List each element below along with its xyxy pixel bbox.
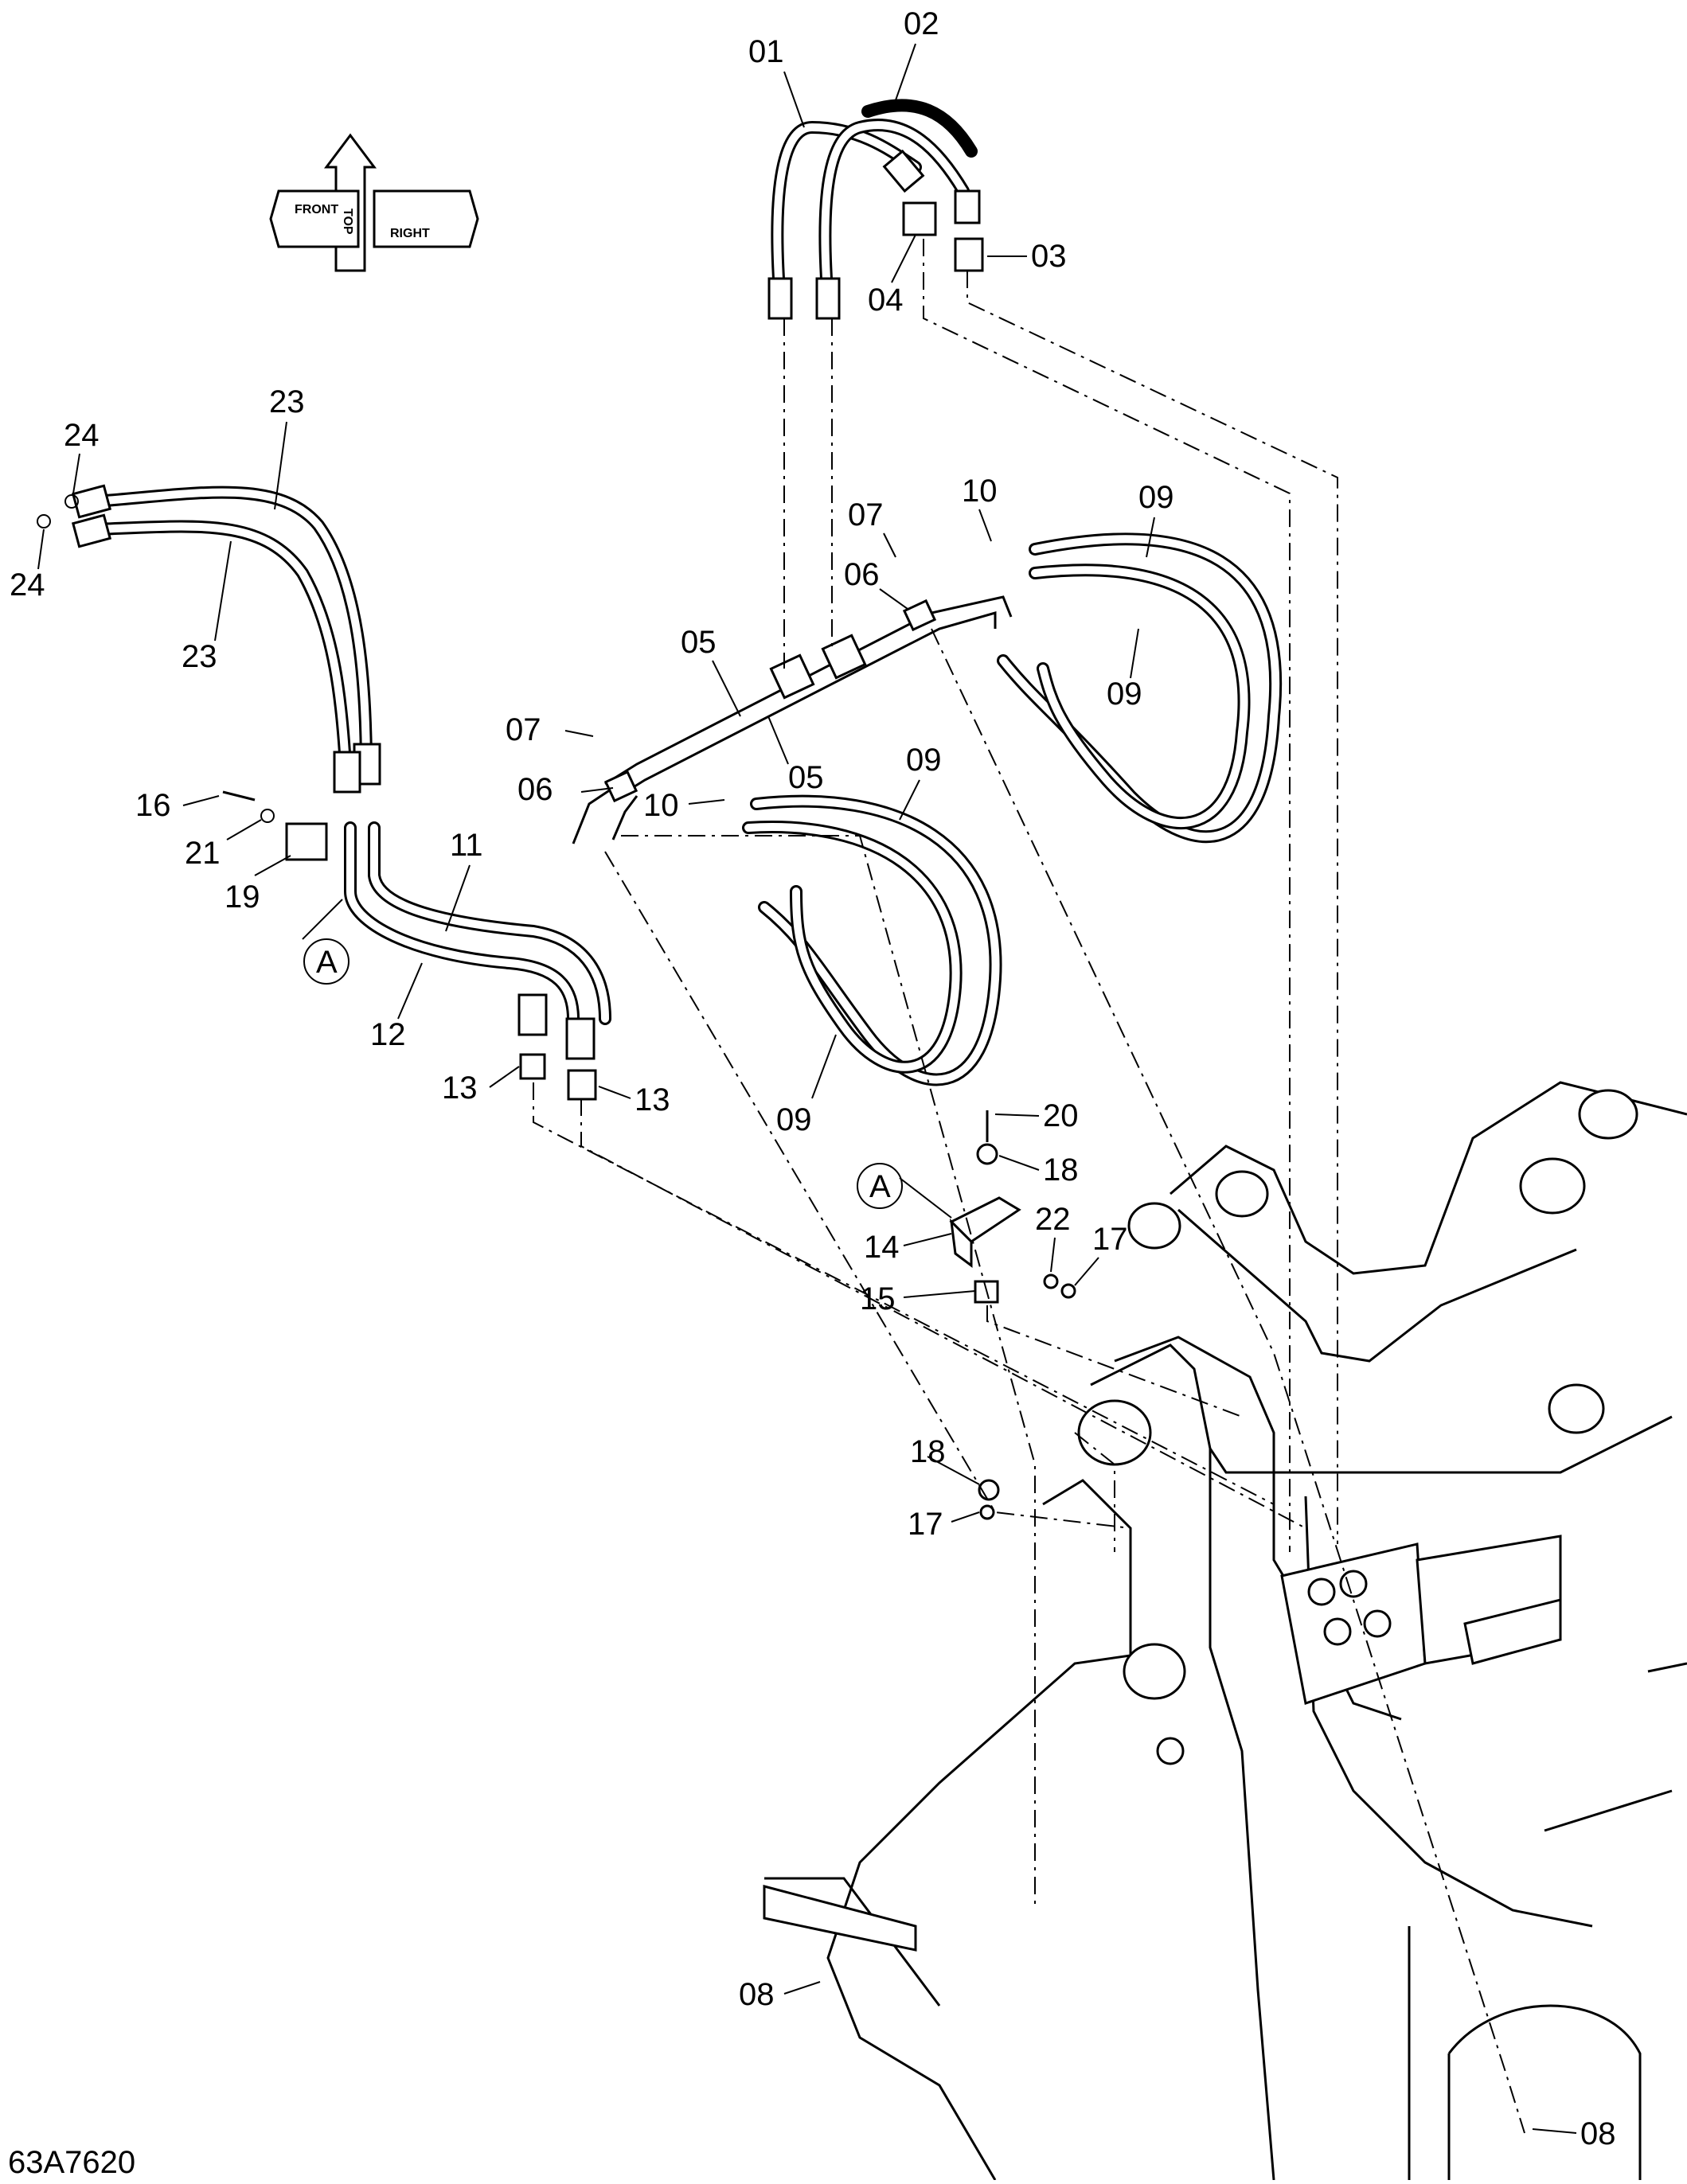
o-ring-24 [64, 494, 79, 509]
callout-10: 10 [962, 474, 998, 509]
callout-07: 07 [506, 712, 541, 747]
callout-19: 19 [225, 879, 260, 915]
callout-17: 17 [908, 1507, 943, 1542]
callout-14: 14 [864, 1230, 900, 1265]
leader-dash-lines [533, 239, 1525, 2134]
callout-02: 02 [904, 6, 939, 41]
washer-21 [260, 809, 275, 823]
view-ref-A: A [869, 1169, 891, 1204]
callout-22: 22 [1035, 1202, 1071, 1237]
bolt-16 [222, 790, 256, 801]
callout-03: 03 [1031, 239, 1067, 274]
fitting-03 [954, 237, 984, 272]
callout-08: 08 [739, 1977, 775, 2012]
nut-17 [1060, 1283, 1076, 1299]
washer-22 [1043, 1273, 1059, 1289]
pipe-assembly-05 [572, 595, 1013, 844]
callout-15: 15 [860, 1281, 896, 1316]
callout-23: 23 [269, 384, 305, 419]
fitting-15 [974, 1280, 999, 1304]
callout-09: 09 [776, 1102, 812, 1137]
drawing-number: 63A7620 [8, 2145, 135, 2180]
callout-09: 09 [1138, 480, 1174, 515]
callout-11: 11 [450, 828, 483, 863]
washer-18 [976, 1143, 998, 1165]
top-label: TOP [341, 209, 354, 235]
callout-09: 09 [906, 743, 942, 778]
hose-assembly-23 [37, 484, 381, 794]
callout-01: 01 [748, 34, 784, 69]
callout-24: 24 [10, 567, 45, 603]
callout-labels: 01 02 03 04 05 05 06 06 07 07 08 08 09 0… [10, 6, 1616, 2151]
front-label: FRONT [295, 203, 338, 216]
callout-23: 23 [182, 639, 217, 674]
fitting-13 [567, 1069, 597, 1101]
callout-06: 06 [844, 557, 880, 592]
callout-18: 18 [1043, 1152, 1079, 1188]
callout-07: 07 [848, 497, 884, 532]
o-ring-24 [37, 514, 51, 528]
right-label: RIGHT [390, 227, 430, 240]
fitting-04 [902, 201, 937, 236]
callout-20: 20 [1043, 1098, 1079, 1133]
callout-21: 21 [185, 836, 221, 871]
hose-assembly-09-upper [997, 532, 1283, 844]
callout-12: 12 [370, 1017, 406, 1052]
fitting-13 [519, 1053, 546, 1080]
nut-17 [979, 1504, 995, 1520]
bracket-assembly-14 [949, 1110, 1076, 1520]
callout-04: 04 [868, 283, 904, 318]
callout-13: 13 [635, 1082, 670, 1117]
callout-05: 05 [681, 625, 717, 660]
callout-10: 10 [643, 788, 679, 823]
orientation-arrow-icon: FRONT TOP RIGHT [269, 133, 479, 272]
callout-13: 13 [442, 1071, 478, 1106]
callout-08: 08 [1580, 2116, 1616, 2151]
machine-frame [763, 1081, 1687, 2181]
pipe-assembly-11-12 [222, 790, 611, 1101]
hose-assembly-01-02 [767, 99, 984, 320]
hose-assembly-09-lower [742, 794, 1002, 1086]
callout-24: 24 [64, 418, 100, 453]
leader-lines [37, 43, 1577, 2134]
callout-06: 06 [517, 772, 553, 807]
callout-09: 09 [1107, 677, 1142, 712]
view-ref-A: A [316, 945, 338, 980]
callout-05: 05 [788, 760, 824, 795]
callout-16: 16 [135, 788, 171, 823]
callout-17: 17 [1092, 1222, 1128, 1257]
bracket-19 [285, 822, 328, 861]
